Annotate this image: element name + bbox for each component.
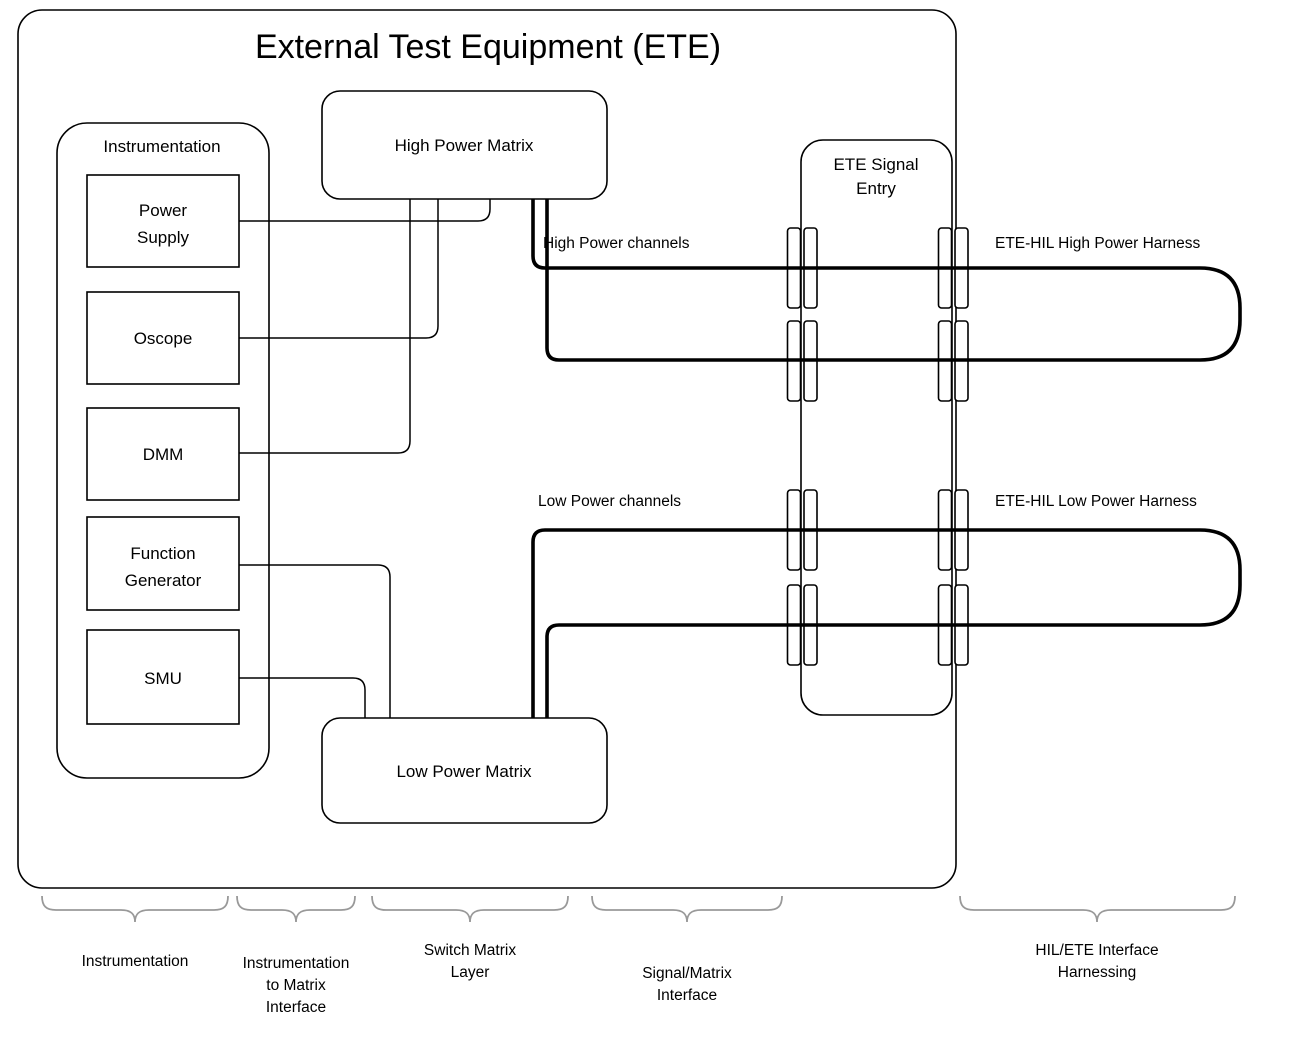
legend-instr-to-matrix-line2: to Matrix — [266, 977, 326, 994]
signal-interface-connectors — [786, 227, 969, 666]
function-generator-box — [86, 516, 240, 611]
ete-signal-entry-label-line1: ETE Signal — [833, 155, 918, 174]
instrumentation-group-box — [56, 122, 270, 779]
function-generator-label-line1: Function — [130, 544, 195, 563]
high-power-matrix-box — [321, 90, 608, 200]
smu-label: SMU — [144, 669, 182, 688]
oscope-label: Oscope — [134, 329, 193, 348]
power-supply-box — [86, 174, 240, 268]
brace-instr-to-matrix — [236, 895, 356, 923]
brace-switch-matrix — [371, 895, 569, 923]
low-power-channel-loop — [531, 528, 1242, 718]
ete-hil-high-power-harness-label: ETE-HIL High Power Harness — [995, 235, 1201, 252]
high-power-channels-label: High Power channels — [543, 235, 690, 252]
power-supply-label-line1: Power — [139, 201, 188, 220]
legend-instr-to-matrix-line1: Instrumentation — [243, 955, 350, 972]
low-power-matrix-label: Low Power Matrix — [396, 762, 532, 781]
edge-smu-to-low-power-matrix — [239, 677, 366, 718]
ete-outer-box — [17, 9, 957, 889]
power-supply-label-line2: Supply — [137, 228, 189, 247]
legend-hil-ete-line2: Harnessing — [1058, 964, 1136, 981]
function-generator-label-line2: Generator — [125, 571, 202, 590]
high-power-channel-loop — [531, 199, 1242, 362]
legend-switch-matrix-line1: Switch Matrix — [424, 942, 516, 959]
legend-hil-ete-line1: HIL/ETE Interface — [1035, 942, 1158, 959]
edge-function-generator-to-low-power-matrix — [239, 564, 391, 718]
high-power-matrix-label: High Power Matrix — [395, 136, 534, 155]
low-power-channels-label: Low Power channels — [538, 493, 681, 510]
edge-dmm-to-high-power-matrix — [239, 199, 411, 454]
ete-hil-low-power-harness-label: ETE-HIL Low Power Harness — [995, 493, 1197, 510]
ete-signal-entry-label-line2: Entry — [856, 179, 896, 198]
legend-instrumentation: Instrumentation — [82, 953, 189, 970]
legend-switch-matrix-line2: Layer — [451, 964, 490, 981]
dmm-box — [86, 407, 240, 501]
low-power-matrix-box — [321, 717, 608, 824]
legend-instr-to-matrix-line3: Interface — [266, 999, 326, 1016]
ete-signal-entry-box — [800, 139, 953, 716]
brace-instrumentation — [41, 895, 229, 923]
dmm-label: DMM — [143, 445, 184, 464]
legend-signal-matrix-line2: Interface — [657, 987, 717, 1004]
brace-signal-matrix — [591, 895, 783, 923]
diagram-title: External Test Equipment (ETE) — [255, 28, 721, 66]
edge-power-supply-to-high-power-matrix — [239, 199, 491, 222]
oscope-box — [86, 291, 240, 385]
smu-box — [86, 629, 240, 725]
brace-hil-ete — [959, 895, 1236, 923]
legend-signal-matrix-line1: Signal/Matrix — [642, 965, 732, 982]
edge-oscope-to-high-power-matrix — [239, 199, 439, 339]
instrumentation-group-label: Instrumentation — [103, 137, 220, 156]
